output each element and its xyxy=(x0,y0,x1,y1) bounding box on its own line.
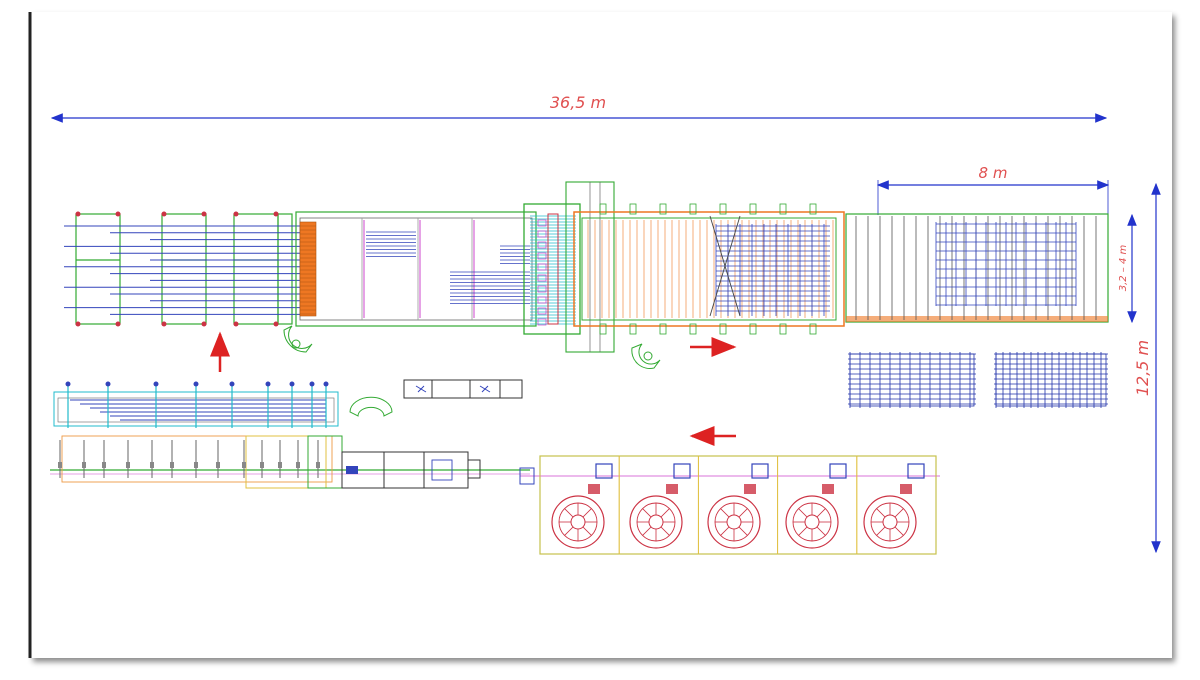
longitudinal-wire-magazine xyxy=(64,211,300,327)
dim-label-width: 12,5 m xyxy=(1133,340,1152,396)
dimension-mesh-length: 8 m xyxy=(876,164,1110,215)
dim-label-mesh-length: 8 m xyxy=(979,164,1008,182)
mesh-output-table xyxy=(845,213,1109,323)
welding-machine xyxy=(523,181,615,353)
dim-label-length: 36,5 m xyxy=(550,93,606,112)
wire-reel-payoffs xyxy=(519,455,940,555)
dimension-total-length: 36,5 m xyxy=(50,93,1108,123)
straightening-line xyxy=(50,435,530,489)
mesh-sample-left xyxy=(848,352,976,408)
conveyor-swing-arm xyxy=(631,343,661,369)
storage-arc-guide xyxy=(349,396,393,417)
feeder-orange-block xyxy=(299,221,317,317)
mesh-pullout-conveyor xyxy=(573,203,845,369)
mesh-sample-right xyxy=(994,352,1108,408)
dimension-total-width: 12,5 m xyxy=(1133,182,1161,554)
dimension-mesh-width: 3,2 – 4 m xyxy=(1118,213,1137,324)
wire-feeder-table xyxy=(283,211,537,353)
feeder-swing-arm xyxy=(283,325,313,353)
dim-label-mesh-width: 3,2 – 4 m xyxy=(1118,244,1129,291)
cross-wire-storage xyxy=(53,381,393,428)
cutting-unit-detail xyxy=(403,379,523,399)
